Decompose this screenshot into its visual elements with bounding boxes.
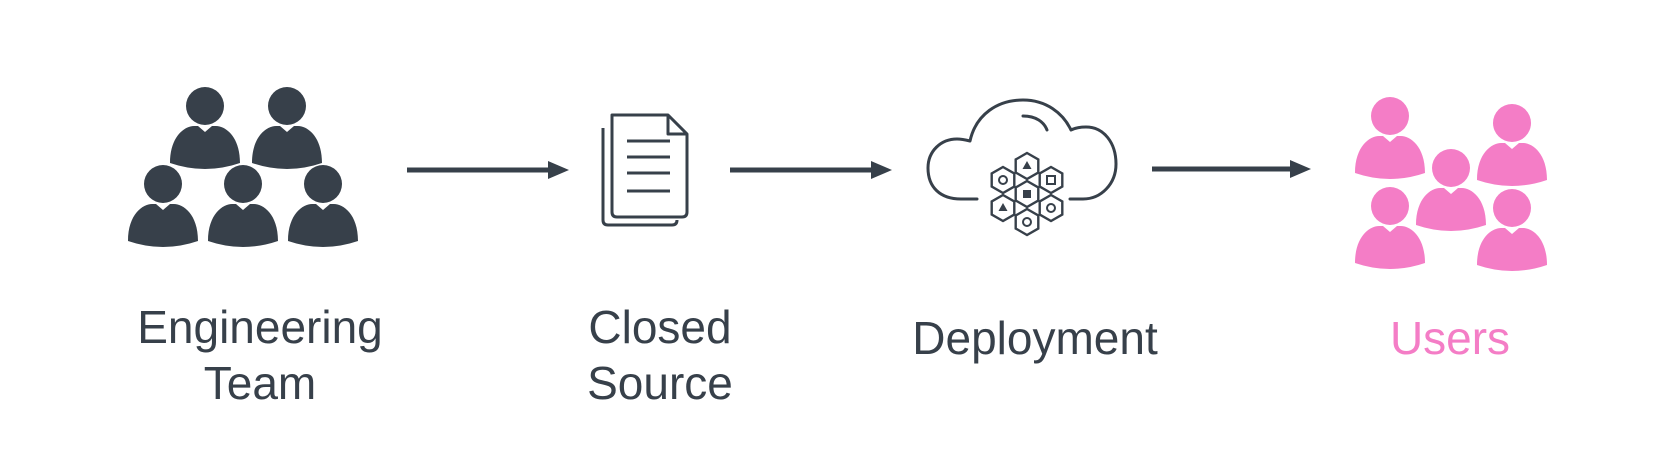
cloud-deployment-icon — [926, 98, 1118, 237]
node-label-engineering-team: Engineering Team — [100, 299, 420, 411]
documents-icon — [601, 113, 689, 227]
node-label-closed-source: Closed Source — [500, 299, 820, 411]
label-line: Team — [203, 357, 317, 409]
label-line: Closed — [588, 301, 732, 353]
label-line: Engineering — [137, 301, 383, 353]
label-line: Deployment — [912, 312, 1158, 364]
arrow-deployment-to-users — [1152, 160, 1311, 178]
users-icon — [1355, 97, 1547, 271]
node-label-deployment: Deployment — [865, 310, 1205, 366]
label-line: Source — [587, 357, 733, 409]
arrow-closed-to-deployment — [730, 161, 892, 179]
node-label-users: Users — [1300, 310, 1600, 366]
arrow-engineering-to-closed — [407, 161, 569, 179]
team-icon — [128, 87, 358, 247]
label-line: Users — [1389, 312, 1511, 364]
